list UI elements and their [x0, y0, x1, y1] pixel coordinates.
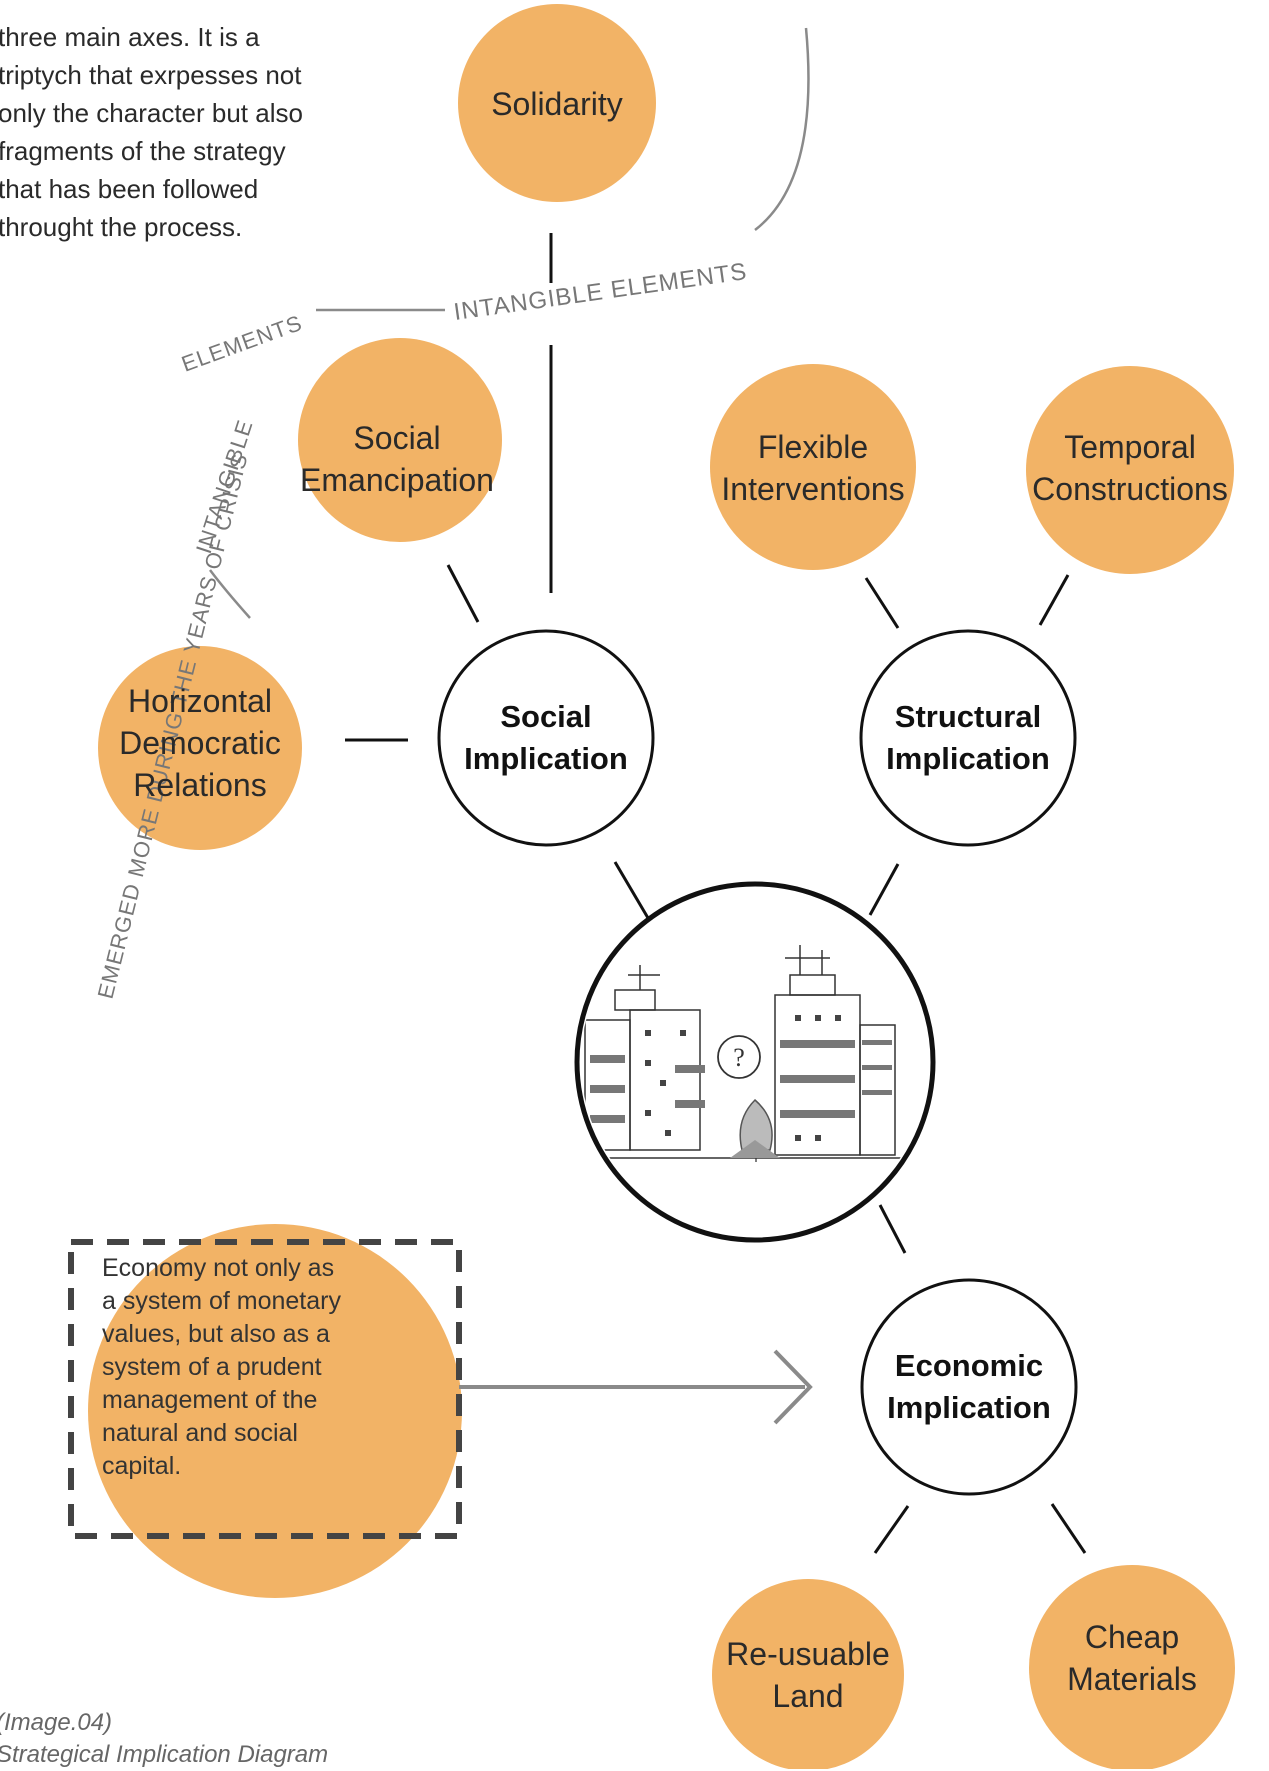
structural-implication-circle — [859, 629, 1077, 847]
connector-reusable — [873, 1505, 910, 1554]
social-emancipation-circle — [298, 338, 502, 542]
economy-note-line: a system of monetary — [102, 1287, 341, 1315]
caption-line-1: (Image.04) — [0, 1709, 113, 1736]
reusable-land-label-1: Re-usuable — [726, 1636, 890, 1672]
intangible-elements-left-label-a: ELEMENTS — [178, 310, 306, 377]
reusable-land-circle — [712, 1579, 904, 1769]
horizontal-democratic-label-1: Horizontal — [128, 683, 272, 719]
cheap-materials-label-1: Cheap — [1085, 1619, 1179, 1655]
intro-line: fragments of the strategy — [0, 136, 286, 166]
economy-dashed-box — [68, 1239, 462, 1539]
flexible-interventions-label-2: Interventions — [721, 471, 904, 507]
connector-lines — [345, 233, 1087, 1554]
social-emancipation-label-1: Social — [353, 420, 440, 456]
figure-caption: (Image.04) Strategical Implication Diagr… — [0, 1707, 328, 1771]
connector-flexible — [864, 577, 900, 629]
intangible-curve-left — [209, 569, 251, 619]
temporal-constructions-label-1: Temporal — [1064, 429, 1196, 465]
structural-implication-label-1: Structural — [895, 699, 1041, 734]
intro-line: that has been followed — [0, 174, 259, 204]
cheap-materials-circle — [1029, 1565, 1235, 1769]
horizontal-democratic-label-3: Relations — [133, 767, 266, 803]
economic-implication-label-2: Implication — [887, 1390, 1051, 1425]
intro-line: triptych that exrpesses not — [0, 60, 302, 90]
solidarity-circle — [458, 4, 656, 202]
social-emancipation-label-2: Emancipation — [300, 462, 494, 498]
intangible-elements-top-label: INTANGIBLE ELEMENTS — [452, 258, 749, 326]
connector-center-economic — [878, 1204, 907, 1254]
connector-temporal — [1038, 574, 1070, 626]
economy-note-line: management of the — [102, 1386, 318, 1414]
svg-text:?: ? — [733, 1043, 745, 1072]
economic-implication-label-1: Economic — [895, 1348, 1043, 1383]
intro-line: throught the process. — [0, 212, 243, 242]
economy-note: Economy not only as a system of monetary… — [102, 1252, 428, 1483]
connector-emancipation — [446, 564, 480, 623]
intro-paragraph: three main axes. It is a triptych that e… — [0, 18, 408, 246]
economy-note-line: system of a prudent — [102, 1353, 322, 1381]
temporal-constructions-circle — [1026, 366, 1234, 574]
horizontal-democratic-circle — [98, 646, 302, 850]
intro-line: only the character but also — [0, 98, 303, 128]
arrow-to-economic — [459, 1349, 813, 1425]
connector-cheap — [1050, 1503, 1087, 1554]
economy-note-line: values, but also as a — [102, 1320, 330, 1348]
intangible-curve-right — [754, 27, 810, 231]
social-implication-label-1: Social — [500, 699, 591, 734]
connector-structural-center — [868, 863, 900, 916]
temporal-constructions-label-2: Constructions — [1032, 471, 1228, 507]
economy-note-line: natural and social — [102, 1419, 298, 1447]
structural-implication-label-2: Implication — [886, 741, 1050, 776]
solidarity-label: Solidarity — [491, 86, 623, 122]
economic-implication-circle — [860, 1278, 1078, 1496]
reusable-land-label-2: Land — [772, 1678, 843, 1714]
economy-note-line: Economy not only as — [102, 1254, 335, 1282]
flexible-interventions-circle — [710, 364, 916, 570]
caption-line-2: Strategical Implication Diagram — [0, 1741, 329, 1768]
cheap-materials-label-2: Materials — [1067, 1661, 1197, 1697]
social-implication-label-2: Implication — [464, 741, 628, 776]
economy-note-line: capital. — [102, 1452, 182, 1480]
economy-circle — [88, 1224, 462, 1598]
horizontal-democratic-label-2: Democratic — [119, 725, 281, 761]
intro-line: three main axes. It is a — [0, 22, 260, 52]
building-sketch-icon: ? — [574, 881, 936, 1243]
connector-social-center — [613, 861, 650, 919]
social-implication-circle — [437, 629, 655, 847]
question-mark-icon: ? — [717, 1035, 761, 1079]
flexible-interventions-label-1: Flexible — [758, 429, 868, 465]
